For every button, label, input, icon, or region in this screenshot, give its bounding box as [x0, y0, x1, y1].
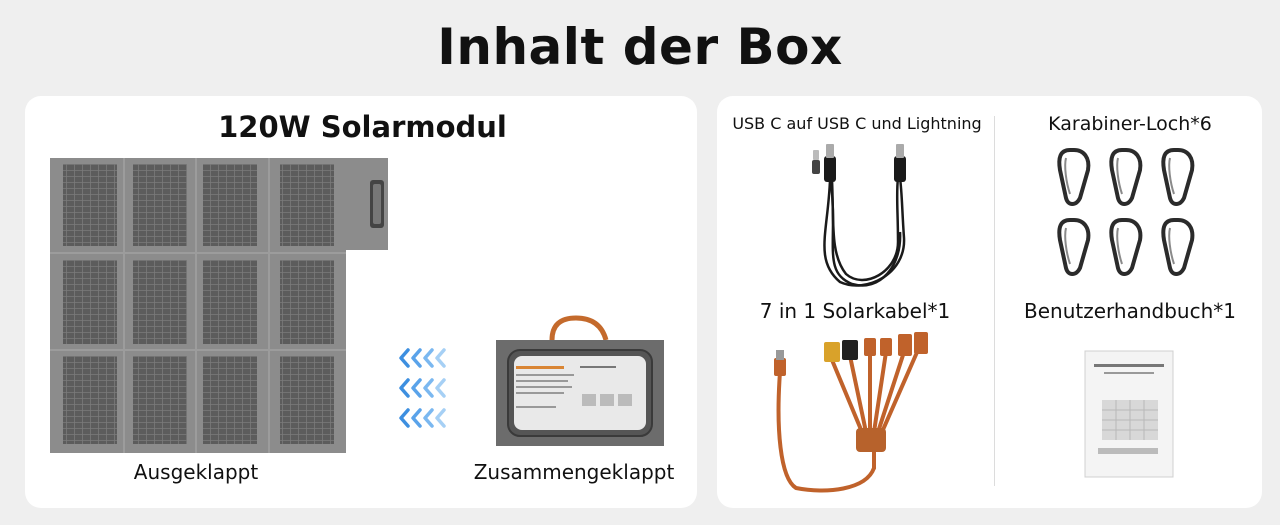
usb-cable-image	[812, 144, 906, 287]
solar-panel-folded-image	[496, 315, 664, 446]
solar-cable-image	[774, 332, 928, 493]
accessories-divider	[994, 116, 995, 486]
solar-cable-label: 7 in 1 Solarkabel*1	[759, 299, 951, 323]
unfolded-label: Ausgeklappt	[133, 460, 259, 484]
manual-label: Benutzerhandbuch*1	[1024, 299, 1236, 323]
fold-arrows-icon	[399, 348, 446, 428]
manual-image	[1084, 350, 1174, 478]
page-title: Inhalt der Box	[437, 18, 843, 76]
solar-panel-unfolded-image	[50, 158, 388, 453]
usb-cable-label: USB C auf USB C und Lightning	[732, 114, 982, 133]
solar-panel-heading: 120W Solarmodul	[218, 110, 507, 144]
carabiner-image	[1057, 148, 1195, 276]
carabiner-label: Karabiner-Loch*6	[1048, 113, 1212, 135]
folded-label: Zusammengeklappt	[473, 460, 675, 484]
